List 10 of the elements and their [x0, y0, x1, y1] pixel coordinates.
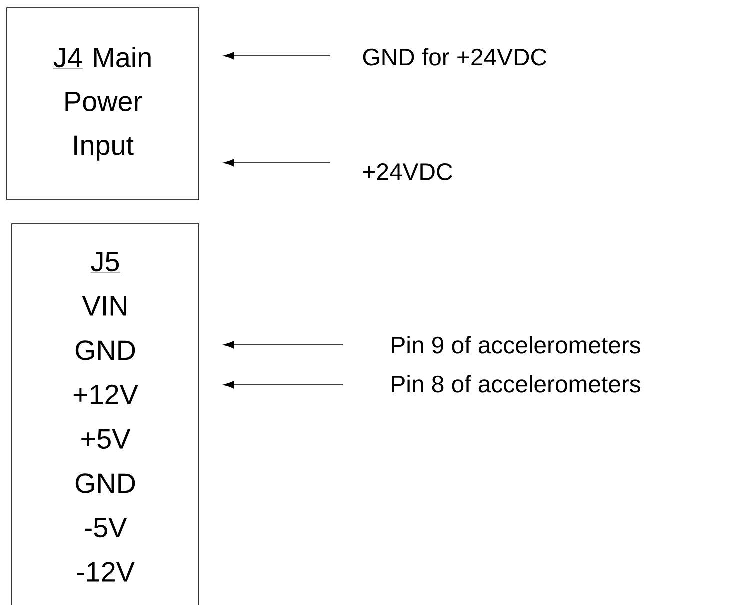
arrow: [224, 159, 330, 167]
arrow: [224, 341, 344, 349]
signal-label: Pin 9 of accelerometers: [392, 336, 640, 354]
connector-box: J4 Main Power Input: [6, 8, 200, 200]
arrow: [224, 381, 344, 389]
signal-label: Pin 8 of accelerometers: [392, 375, 640, 393]
signal-label: +24VDC: [363, 164, 452, 180]
arrow: [224, 52, 330, 60]
connector-box: J5 VIN GND +12V +5V GND -5V -12V: [12, 224, 200, 605]
signal-label: GND for +24VDC: [363, 48, 547, 66]
